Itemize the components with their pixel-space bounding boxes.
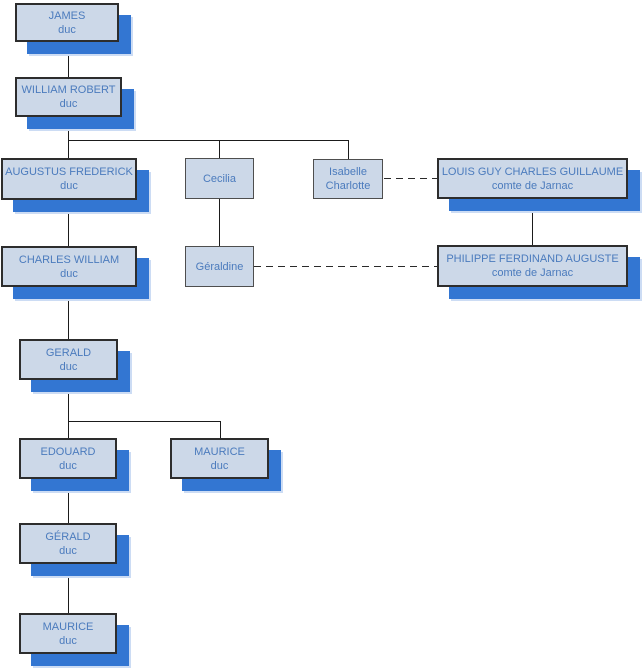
node-name: Cecilia: [202, 172, 236, 185]
connector-line: [68, 421, 221, 422]
node-name: AUGUSTUS FREDERICK: [5, 166, 133, 178]
node-title: duc: [59, 459, 77, 472]
node-title: duc: [60, 180, 78, 192]
node-charles-william: CHARLES WILLIAM duc: [1, 246, 137, 287]
node-edouard: EDOUARD duc: [19, 438, 117, 479]
node-maurice-younger: MAURICE duc: [19, 613, 117, 654]
marriage-dashed-line: [384, 178, 437, 179]
node-title: comte de Jarnac: [491, 179, 574, 192]
node-isabelle-charlotte: Isabelle Charlotte: [313, 159, 383, 199]
node-louis-guy-charles-guillaume: LOUIS GUY CHARLES GUILLAUME comte de Jar…: [437, 158, 628, 199]
connector-line: [68, 42, 69, 77]
node-name: EDOUARD: [40, 445, 96, 458]
node-maurice-elder: MAURICE duc: [170, 438, 269, 479]
connector-line: [68, 200, 69, 246]
node-name: GÉRALD: [45, 530, 91, 543]
node-gerald: GERALD duc: [19, 339, 118, 380]
node-name: CHARLES WILLIAM: [18, 253, 120, 266]
node-name: Isabelle Charlotte: [325, 166, 371, 192]
node-philippe-ferdinand-auguste: PHILIPPE FERDINAND AUGUSTE comte de Jarn…: [437, 245, 628, 287]
connector-line: [532, 199, 533, 245]
connector-line: [348, 140, 349, 159]
node-title: duc: [59, 544, 77, 557]
node-cecilia: Cecilia: [185, 158, 254, 199]
connector-line: [68, 479, 69, 523]
connector-line: [68, 564, 69, 613]
node-william-robert: WILLIAM ROBERT duc: [15, 77, 122, 117]
connector-line: [68, 117, 69, 158]
node-title: duc: [59, 634, 77, 647]
marriage-dashed-line: [254, 266, 437, 267]
node-name: GERALD: [45, 346, 92, 359]
node-title: duc: [58, 23, 76, 36]
node-title: comte de Jarnac: [491, 267, 574, 279]
connector-line: [220, 421, 221, 438]
node-name: MAURICE: [42, 620, 94, 633]
connector-line: [68, 140, 349, 141]
node-name: MAURICE: [194, 445, 245, 458]
node-name: JAMES: [48, 9, 86, 22]
node-augustus-frederick: AUGUSTUS FREDERICK duc: [1, 158, 137, 200]
node-title: duc: [59, 360, 78, 373]
node-name: PHILIPPE FERDINAND AUGUSTE: [446, 253, 619, 265]
connector-line: [219, 140, 220, 158]
node-name: LOUIS GUY CHARLES GUILLAUME: [441, 165, 624, 178]
node-gerald-accent: GÉRALD duc: [19, 523, 117, 564]
connector-line: [219, 199, 220, 246]
node-name: WILLIAM ROBERT: [21, 84, 116, 96]
node-geraldine: Géraldine: [185, 246, 254, 287]
node-name: Géraldine: [195, 260, 244, 273]
node-title: duc: [60, 267, 78, 280]
node-james: JAMES duc: [15, 3, 119, 42]
node-title: duc: [210, 459, 229, 472]
connector-line: [68, 287, 69, 339]
node-title: duc: [59, 98, 78, 110]
connector-line: [68, 380, 69, 438]
